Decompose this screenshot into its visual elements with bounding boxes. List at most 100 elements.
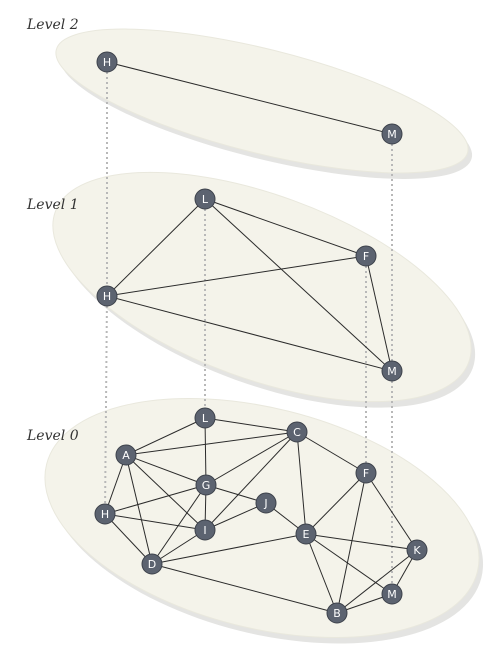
level-0-node-A: A (115, 444, 137, 466)
level-0-node-J: J (255, 492, 277, 514)
level-1-node-L: L (194, 188, 216, 210)
level-0-node-D-label: D (148, 558, 156, 571)
level-0-node-A-circle (115, 444, 137, 466)
level-1-node-L-label: L (202, 193, 209, 206)
level-0-node-E-circle (295, 523, 317, 545)
level-0-edge-C-E (296, 431, 307, 535)
level-0-node-D-circle (141, 553, 163, 575)
level-0-node-G-label: G (202, 479, 211, 492)
level-0-node-G-circle (195, 474, 217, 496)
level-2-node-M-label: M (387, 128, 397, 141)
level-0-edge-L-G (204, 417, 207, 486)
level-0-node-J-label: J (263, 497, 267, 510)
graph-nodes: H M L F H M L C A G F J H I E K D M B (94, 51, 428, 624)
level-0-node-L-label: L (202, 412, 209, 425)
level-0-edge-A-C (125, 431, 298, 456)
vertical-link-H (104, 295, 108, 515)
level-2-label: Level 2 (27, 17, 79, 33)
level-0-edge-A-G (125, 454, 207, 486)
level-0-edge-E-M (305, 533, 393, 595)
level-0-node-M-circle (381, 583, 403, 605)
level-0-edge-F-B (336, 472, 367, 614)
level-0-node-F-label: F (363, 467, 369, 480)
level-0-plane (44, 398, 480, 638)
level-2-node-M-circle (381, 123, 403, 145)
level-0-edge-A-D (125, 454, 153, 565)
level-1-edge-H-F (106, 255, 367, 297)
level-2-node-M: M (381, 123, 403, 145)
level-1-node-L-circle (194, 188, 216, 210)
level-0-edge-L-C (204, 417, 298, 433)
level-1-node-H-circle (96, 285, 118, 307)
level-2-node-H-circle (96, 51, 118, 73)
level-0-node-J-circle (255, 492, 277, 514)
level-0-node-K-label: K (413, 544, 421, 557)
level-0-edge-C-F (296, 431, 367, 474)
level-0-node-B: B (326, 602, 348, 624)
level-0-edge-I-J (204, 502, 267, 531)
level-1-node-M: M (381, 360, 403, 382)
level-planes (44, 28, 484, 644)
level-0-node-B-circle (326, 602, 348, 624)
level-0-edge-H-D (104, 513, 153, 565)
level-1-edge-F-M (365, 255, 393, 372)
level-1-node-M-label: M (387, 365, 397, 378)
level-1-node-H: H (96, 285, 118, 307)
level-0-node-I: I (194, 519, 216, 541)
level-0-edge-C-G (205, 431, 298, 486)
level-1-edge-L-M (204, 198, 393, 372)
level-1-node-F: F (355, 245, 377, 267)
level-0-edge-G-H (104, 484, 207, 515)
level-0-label: Level 0 (27, 428, 79, 444)
cross-level-links (104, 62, 393, 594)
level-0-node-G: G (195, 474, 217, 496)
level-1-node-F-label: F (363, 250, 369, 263)
level-0-node-I-circle (194, 519, 216, 541)
level-2-node-H: H (96, 51, 118, 73)
level-0-edge-K-B (336, 549, 418, 614)
level-0-node-B-label: B (333, 607, 341, 620)
level-2-node-H-label: H (103, 56, 111, 69)
level-0-node-E: E (295, 523, 317, 545)
graph-edges (104, 61, 418, 614)
level-1-node-H-label: H (103, 290, 111, 303)
level-1-node-F-circle (355, 245, 377, 267)
level-0-edge-D-E (151, 533, 307, 565)
level-0-node-H-circle (94, 503, 116, 525)
level-0-node-K-circle (406, 539, 428, 561)
level-0-node-F: F (355, 462, 377, 484)
level-0-node-K: K (406, 539, 428, 561)
level-0-edge-G-D (151, 484, 207, 565)
level-0-node-F-circle (355, 462, 377, 484)
level-0-node-C-label: C (293, 426, 301, 439)
level-0-node-H: H (94, 503, 116, 525)
level-2-edge-H-M (106, 61, 393, 135)
level-1-node-M-circle (381, 360, 403, 382)
level-1-plane (52, 171, 472, 403)
level-1-edge-L-H (106, 198, 206, 297)
level-0-node-D: D (141, 553, 163, 575)
level-0-node-M-label: M (387, 588, 397, 601)
level-0-edge-E-F (305, 472, 367, 535)
level-0-node-L-circle (194, 407, 216, 429)
level-0-node-H-label: H (101, 508, 109, 521)
level-0-node-C: C (286, 421, 308, 443)
level-0-edge-F-K (365, 472, 418, 551)
level-0-edge-E-K (305, 533, 418, 551)
level-0-node-C-circle (286, 421, 308, 443)
level-0-edge-A-I (125, 454, 206, 531)
level-0-node-M: M (381, 583, 403, 605)
level-0-node-E-label: E (303, 528, 310, 541)
level-1-edge-L-F (204, 198, 367, 257)
level-0-node-L: L (194, 407, 216, 429)
level-0-node-A-label: A (122, 449, 130, 462)
level-1-edge-H-M (106, 295, 393, 372)
level-0-edge-A-L (125, 417, 206, 456)
level-0-node-I-label: I (203, 524, 206, 537)
level-0-edge-E-B (305, 533, 338, 614)
level-0-edge-C-I (204, 431, 298, 531)
level-0-edge-D-B (151, 563, 338, 614)
level-0-edge-H-I (104, 513, 206, 531)
